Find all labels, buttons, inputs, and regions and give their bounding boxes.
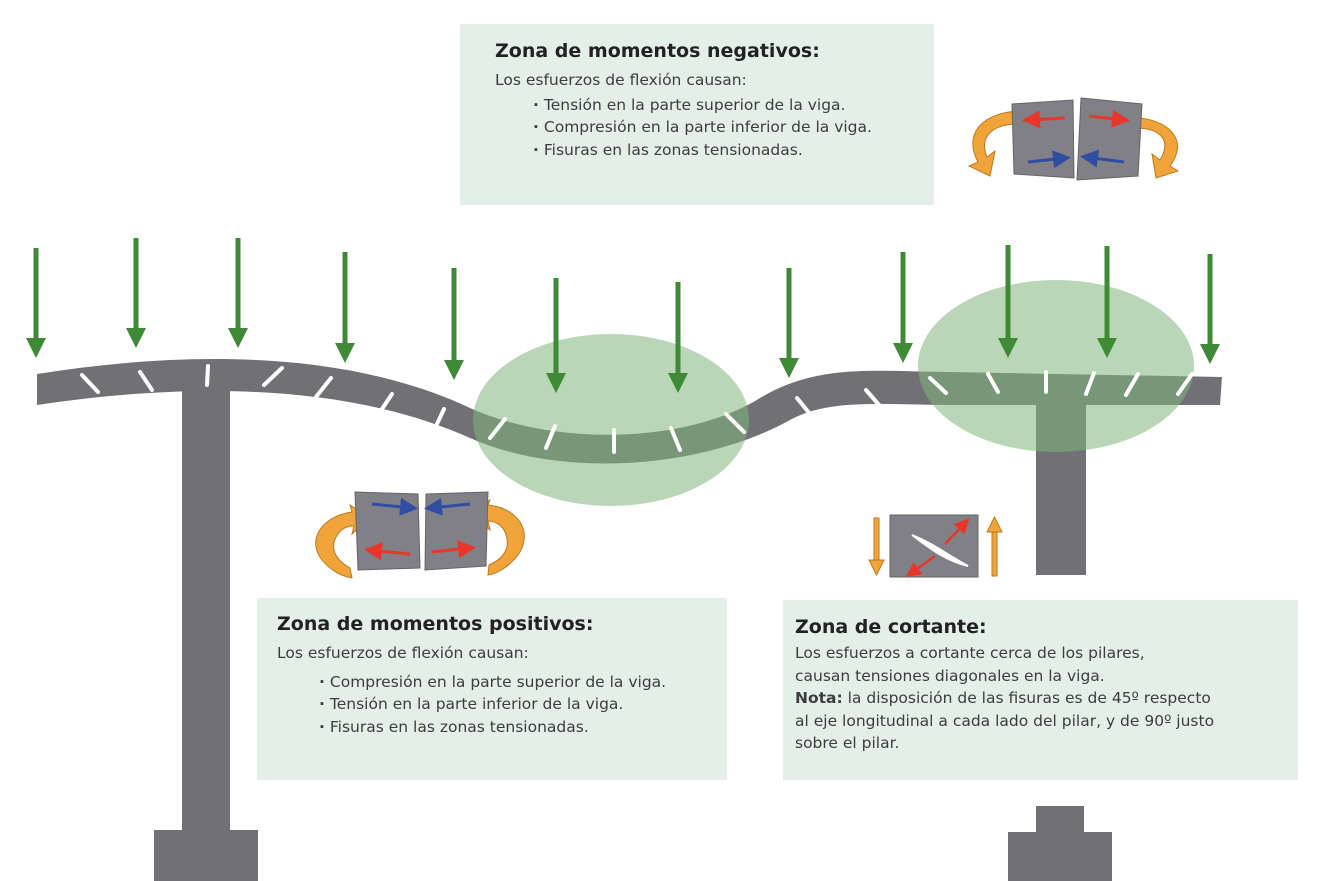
beam-cracks xyxy=(80,364,1194,454)
load-arrow xyxy=(444,268,464,380)
left-column xyxy=(182,372,230,832)
negative-moment-title: Zona de momentos negativos: xyxy=(495,40,820,62)
positive-moment-intro: Los esfuerzos de flexión causan: xyxy=(277,644,529,662)
load-arrow xyxy=(1200,254,1220,364)
load-arrow xyxy=(668,282,688,393)
load-arrow xyxy=(335,252,355,363)
shear-down-arrow-icon xyxy=(868,517,885,577)
right-column-base-stem xyxy=(1036,806,1084,836)
load-arrow xyxy=(26,248,46,358)
positive-moment-icon xyxy=(315,491,525,579)
shear-note-line: sobre el pilar. xyxy=(795,734,900,752)
list-item: Tensión en la parte superior de la viga. xyxy=(533,94,934,117)
right-column-base xyxy=(1008,832,1112,881)
load-arrow xyxy=(1097,246,1117,358)
list-item: Fisuras en las zonas tensionadas. xyxy=(533,139,934,162)
list-item: Compresión en la parte inferior de la vi… xyxy=(533,116,934,139)
negative-moment-intro: Los esfuerzos de flexión causan: xyxy=(495,71,747,89)
rotation-right-icon xyxy=(1137,117,1180,179)
positive-moment-list: Compresión en la parte superior de la vi… xyxy=(277,671,727,739)
left-column-base xyxy=(154,830,258,881)
shear-title: Zona de cortante: xyxy=(795,616,987,638)
list-item: Tensión en la parte inferior de la viga. xyxy=(319,693,727,716)
negative-moment-box: Zona de momentos negativos: Los esfuerzo… xyxy=(460,24,934,205)
shear-text-line: causan tensiones diagonales en la viga. xyxy=(795,666,1105,685)
positive-moment-title: Zona de momentos positivos: xyxy=(277,613,594,635)
shear-note: Nota: la disposición de las fisuras es d… xyxy=(795,687,1298,710)
shear-icon xyxy=(868,514,1003,578)
list-item: Fisuras en las zonas tensionadas. xyxy=(319,716,727,739)
load-arrow xyxy=(228,238,248,348)
load-arrow xyxy=(126,238,146,348)
load-arrow xyxy=(998,245,1018,358)
shear-up-arrow-icon xyxy=(986,515,1003,577)
negative-moment-zone xyxy=(918,280,1194,452)
list-item: Compresión en la parte superior de la vi… xyxy=(319,671,727,694)
load-arrow xyxy=(893,252,913,363)
shear-box: Zona de cortante: Los esfuerzos a cortan… xyxy=(783,600,1298,780)
load-arrow xyxy=(779,268,799,378)
load-arrows xyxy=(26,238,1220,393)
shear-note-line: al eje longitudinal a cada lado del pila… xyxy=(795,711,1215,730)
note-label: Nota: xyxy=(795,689,843,707)
note-text: la disposición de las fisuras es de 45º … xyxy=(842,689,1211,707)
negative-moment-list: Tensión en la parte superior de la viga.… xyxy=(495,94,934,162)
shear-text-line: Los esfuerzos a cortante cerca de los pi… xyxy=(795,644,1145,662)
rotation-left-icon xyxy=(967,110,1021,177)
negative-moment-icon xyxy=(967,97,1180,181)
positive-moment-box: Zona de momentos positivos: Los esfuerzo… xyxy=(257,598,727,780)
load-arrow xyxy=(546,278,566,393)
positive-moment-zone xyxy=(473,334,749,506)
